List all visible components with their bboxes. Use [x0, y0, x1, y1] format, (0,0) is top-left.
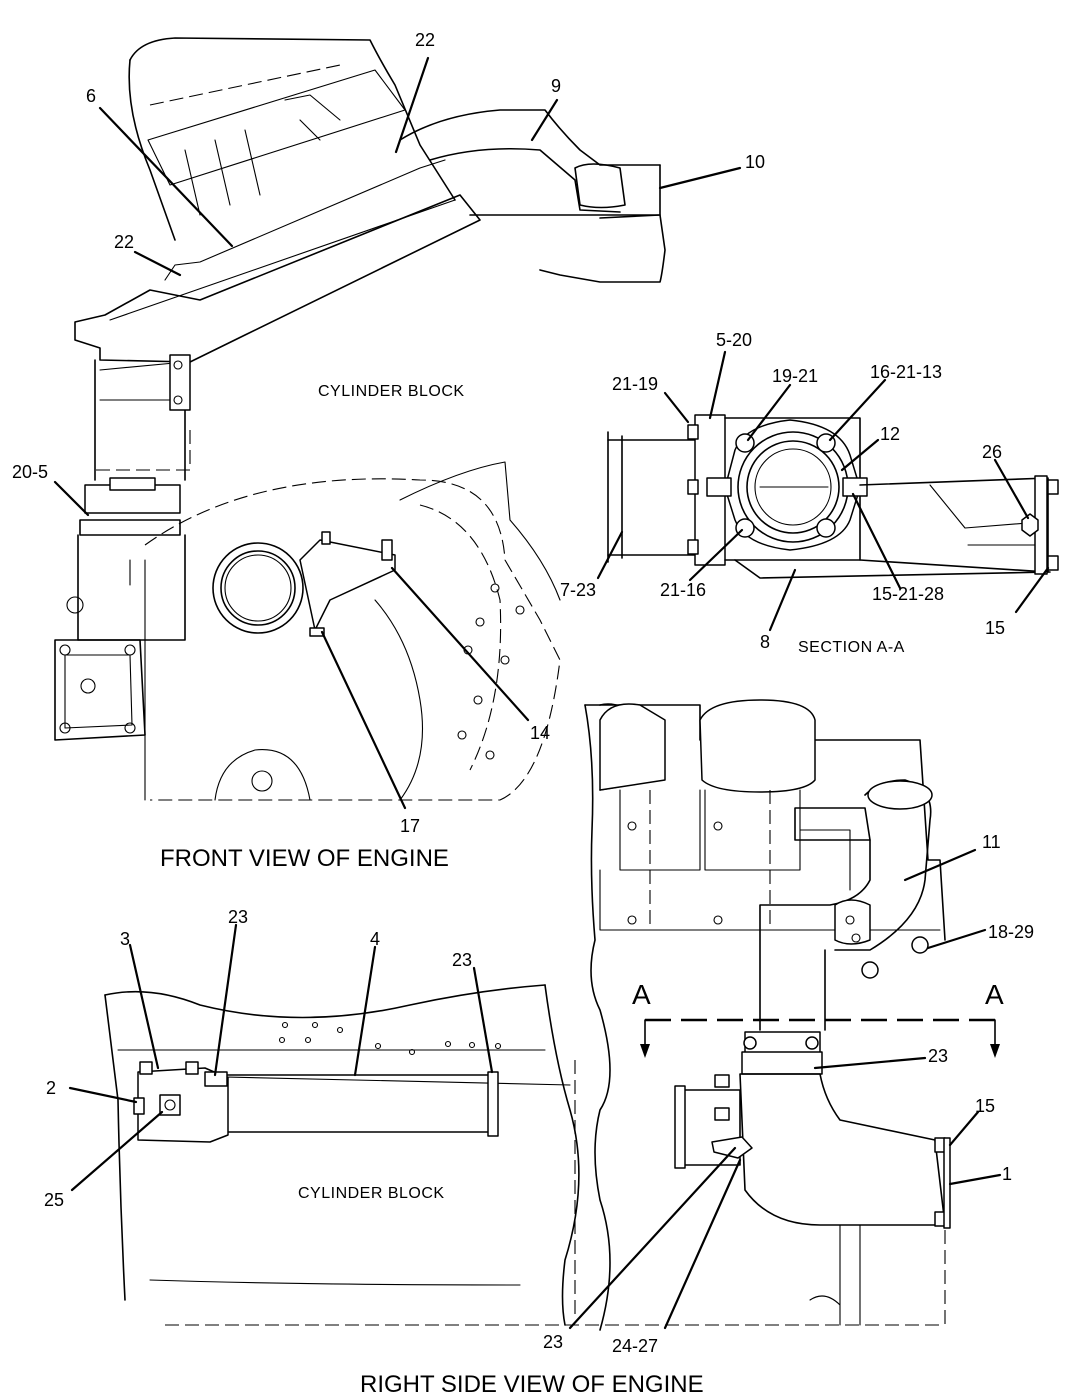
front-view-title: FRONT VIEW OF ENGINE — [160, 845, 449, 872]
callout-5-20: 5-20 — [716, 330, 752, 350]
callout-15-section: 15 — [985, 618, 1005, 638]
callout-22-left: 22 — [114, 232, 134, 252]
callout-20-5: 20-5 — [12, 462, 48, 482]
callout-16-21-13: 16-21-13 — [870, 362, 942, 382]
callout-7-23: 7-23 — [560, 580, 596, 600]
callout-21-19: 21-19 — [612, 374, 658, 394]
callout-21-16: 21-16 — [660, 580, 706, 600]
callout-8: 8 — [760, 632, 770, 652]
callout-24-27: 24-27 — [612, 1336, 658, 1356]
callout-3: 3 — [120, 929, 130, 949]
callout-19-21: 19-21 — [772, 366, 818, 386]
callout-23-bottom: 23 — [543, 1332, 563, 1352]
callout-18-29: 18-29 — [988, 922, 1034, 942]
callout-14: 14 — [530, 723, 550, 743]
callout-23-rs-right: 23 — [452, 950, 472, 970]
callout-22-top: 22 — [415, 30, 435, 50]
right-side-view-title: RIGHT SIDE VIEW OF ENGINE — [360, 1371, 704, 1398]
callout-23-detail: 23 — [928, 1046, 948, 1066]
callout-26: 26 — [982, 442, 1002, 462]
callout-10: 10 — [745, 152, 765, 172]
section-mark-a-left: A — [632, 979, 651, 1010]
callout-1: 1 — [1002, 1164, 1012, 1184]
callout-23-rs-top: 23 — [228, 907, 248, 927]
right-side-view — [68, 923, 945, 1326]
section-a-a — [596, 350, 1059, 632]
callout-11: 11 — [982, 832, 1001, 852]
callout-12: 12 — [880, 424, 900, 444]
callout-17: 17 — [400, 816, 420, 836]
front-view — [53, 37, 742, 810]
callout-15-detail: 15 — [975, 1096, 995, 1116]
callout-25: 25 — [44, 1190, 64, 1210]
section-a-a-title: SECTION A-A — [798, 639, 905, 656]
callout-6: 6 — [86, 86, 96, 106]
callout-2: 2 — [46, 1078, 56, 1098]
section-mark-a-right: A — [985, 979, 1004, 1010]
cylinder-block-label-front: CYLINDER BLOCK — [318, 383, 465, 400]
detail-view — [568, 699, 1002, 1331]
callout-9: 9 — [551, 76, 561, 96]
callout-4: 4 — [370, 929, 380, 949]
callout-15-21-28: 15-21-28 — [872, 584, 944, 604]
cylinder-block-label-right: CYLINDER BLOCK — [298, 1185, 445, 1202]
